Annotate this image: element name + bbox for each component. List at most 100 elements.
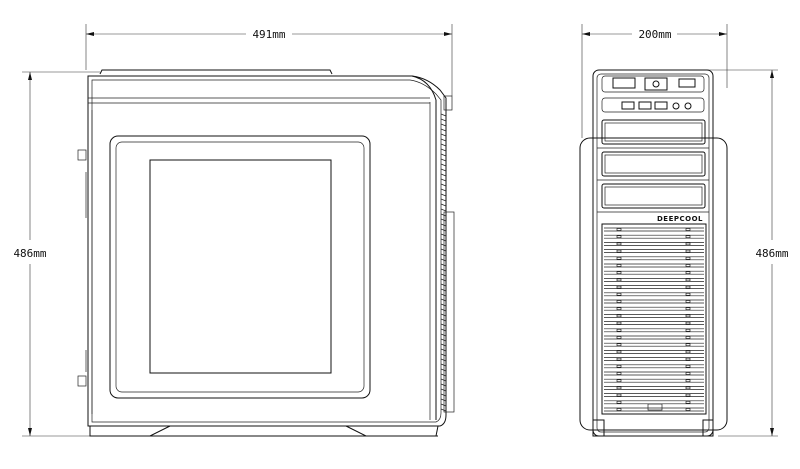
- vent-slat: [440, 143, 447, 147]
- vent-slat: [440, 338, 447, 342]
- mesh-tab: [616, 264, 622, 267]
- vent-slat: [440, 403, 447, 407]
- vent-slat: [440, 378, 447, 382]
- mesh-tab: [685, 350, 691, 354]
- vent-slat: [440, 188, 447, 192]
- vent-slat: [440, 328, 447, 332]
- front-io-panel: [601, 75, 705, 113]
- mesh-tab: [616, 336, 622, 339]
- vent-slat: [440, 138, 447, 142]
- vent-slat: [440, 268, 447, 272]
- mesh-tab: [616, 307, 622, 311]
- mesh-tab: [685, 372, 691, 375]
- mesh-tab: [616, 292, 622, 296]
- vent-slat: [440, 218, 447, 222]
- mesh-tab: [616, 235, 622, 239]
- mesh-tab: [616, 386, 622, 390]
- mesh-tab: [616, 278, 622, 282]
- vent-slat: [440, 243, 447, 247]
- vent-slat: [440, 288, 447, 292]
- vent-slat: [440, 408, 447, 412]
- mesh-tab: [616, 285, 622, 289]
- vent-slat: [440, 353, 447, 357]
- dimension-width-label: 200mm: [638, 28, 671, 41]
- vent-slat: [440, 163, 447, 167]
- mesh-tab: [616, 321, 622, 325]
- mesh-tab: [616, 393, 622, 397]
- vent-slat: [440, 113, 447, 117]
- vent-slat: [440, 123, 447, 127]
- mesh-tab: [616, 249, 622, 253]
- mesh-tab: [685, 408, 691, 411]
- vent-slat: [440, 158, 447, 162]
- vent-slat: [440, 213, 447, 217]
- vent-slat: [440, 383, 447, 387]
- vent-slat: [440, 358, 447, 362]
- dimension-height-side: 486mm: [13, 71, 100, 437]
- mesh-tab: [685, 328, 691, 332]
- mesh-tab: [685, 285, 691, 289]
- mesh-tab: [616, 314, 622, 318]
- mesh-tab: [616, 228, 622, 231]
- vent-slat: [440, 373, 447, 377]
- mesh-tab: [616, 271, 622, 275]
- vent-slat: [440, 263, 447, 267]
- vent-slat: [440, 258, 447, 262]
- mesh-tab: [616, 256, 622, 260]
- front-view: DEEPCOOL: [579, 69, 728, 437]
- vent-slat: [440, 393, 447, 397]
- mesh-tab: [616, 372, 622, 375]
- vent-slat: [440, 333, 447, 337]
- side-window: [149, 159, 332, 374]
- mesh-tab: [685, 264, 691, 267]
- vent-slat: [440, 283, 447, 287]
- side-view: [77, 69, 455, 437]
- mesh-tab: [685, 256, 691, 260]
- mesh-tab: [685, 278, 691, 282]
- mesh-tab: [685, 249, 691, 253]
- vent-slat: [440, 133, 447, 137]
- mesh-tab: [685, 300, 691, 303]
- front-mesh-grille: [440, 113, 447, 412]
- dimension-width: 200mm: [581, 24, 728, 138]
- mesh-tab: [685, 235, 691, 239]
- mesh-tab: [616, 400, 622, 404]
- mesh-tab: [685, 242, 691, 246]
- mesh-tab: [685, 386, 691, 390]
- vent-slat: [440, 293, 447, 297]
- vent-slat: [440, 203, 447, 207]
- dimension-length-label: 491mm: [252, 28, 285, 41]
- mesh-tab: [616, 364, 622, 368]
- mesh-tab: [616, 357, 622, 361]
- mesh-tab: [685, 271, 691, 275]
- drive-bays: [597, 119, 709, 213]
- vent-slat: [440, 323, 447, 327]
- vent-slat: [440, 368, 447, 372]
- vent-slat: [440, 193, 447, 197]
- vent-slat: [440, 253, 447, 257]
- vent-slat: [440, 398, 447, 402]
- vent-slat: [440, 343, 447, 347]
- vent-slat: [440, 388, 447, 392]
- vent-slat: [440, 348, 447, 352]
- brand-label: DEEPCOOL: [657, 215, 703, 223]
- mesh-tab: [685, 400, 691, 404]
- vent-slat: [440, 183, 447, 187]
- vent-slat: [440, 233, 447, 237]
- vent-slat: [440, 148, 447, 152]
- vent-slat: [440, 173, 447, 177]
- vent-slat: [440, 248, 447, 252]
- vent-slat: [440, 153, 447, 157]
- mesh-tab: [616, 343, 622, 347]
- dimension-height-side-label: 486mm: [13, 247, 46, 260]
- mesh-tab: [685, 379, 691, 383]
- mesh-tab: [616, 350, 622, 354]
- vent-slat: [440, 178, 447, 182]
- side-foot-front: [345, 425, 439, 437]
- dimension-length: 491mm: [85, 24, 453, 96]
- dimension-height-front-label: 486mm: [755, 247, 788, 260]
- mesh-tab: [685, 314, 691, 318]
- mesh-tab: [616, 242, 622, 246]
- front-foot-right: [702, 419, 714, 437]
- vent-slat: [440, 298, 447, 302]
